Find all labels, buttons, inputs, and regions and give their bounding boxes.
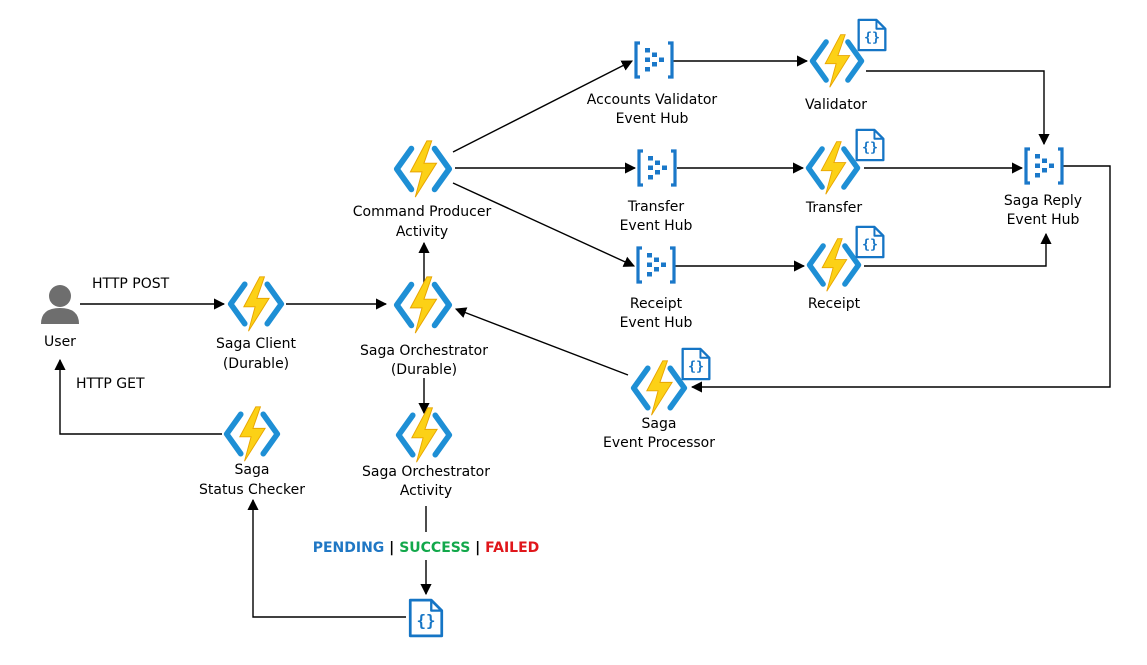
- transfer-hub-sublabel: Event Hub: [620, 218, 693, 234]
- azure-function-icon: [809, 142, 858, 195]
- command-producer-sublabel: Activity: [396, 224, 448, 240]
- edge-json-to-status-checker: [247, 498, 406, 618]
- status-separator: |: [470, 540, 485, 556]
- saga-client-node: Saga Client (Durable): [216, 277, 296, 372]
- user-node: User: [41, 285, 79, 350]
- status-checker-sublabel: Status Checker: [199, 482, 305, 498]
- validator-label: Validator: [805, 97, 867, 113]
- event-hub-icon: [1024, 147, 1064, 185]
- orchestrator-activity-sublabel: Activity: [400, 483, 452, 499]
- status-failed: FAILED: [485, 540, 539, 556]
- receipt-hub-sublabel: Event Hub: [620, 315, 693, 331]
- http-post-label: HTTP POST: [92, 276, 170, 292]
- edge-command-producer-to-accounts-hub: [452, 60, 633, 153]
- transfer-node: Transfer: [805, 128, 885, 216]
- reply-hub-label: Saga Reply: [1004, 193, 1082, 209]
- validator-node: Validator: [805, 18, 887, 113]
- receipt-hub-node: Receipt Event Hub: [620, 246, 693, 331]
- edge-validator-to-reply-hub: [866, 70, 1050, 146]
- status-separator: |: [384, 540, 399, 556]
- azure-function-icon: [397, 141, 449, 197]
- edge-reply-hub-to-event-processor: [690, 165, 1111, 393]
- reply-hub-sublabel: Event Hub: [1007, 212, 1080, 228]
- command-producer-label: Command Producer: [353, 204, 492, 220]
- event-hub-icon: [634, 41, 674, 79]
- orchestrator-activity-node: Saga Orchestrator Activity: [362, 408, 490, 499]
- event-hub-icon: [636, 246, 676, 284]
- orchestrator-label: Saga Orchestrator: [360, 343, 488, 359]
- azure-function-icon: [813, 35, 862, 88]
- command-producer-node: Command Producer Activity: [353, 141, 492, 240]
- orchestrator-activity-label: Saga Orchestrator: [362, 464, 490, 480]
- event-processor-node: Saga Event Processor: [603, 347, 715, 451]
- event-hub-icon: [637, 149, 677, 187]
- status-success: SUCCESS: [399, 540, 470, 556]
- json-document-icon: [681, 347, 711, 381]
- accounts-hub-sublabel: Event Hub: [616, 111, 689, 127]
- json-document-icon: [408, 598, 444, 638]
- json-document-icon: [857, 18, 887, 52]
- azure-function-icon: [227, 407, 278, 461]
- orchestrator-sublabel: (Durable): [391, 362, 457, 378]
- status-checker-label: Saga: [235, 462, 270, 478]
- azure-function-icon: [399, 408, 450, 462]
- transfer-hub-label: Transfer: [627, 199, 685, 215]
- receipt-label: Receipt: [808, 296, 861, 312]
- http-get-label: HTTP GET: [76, 376, 145, 392]
- json-document-icon: [855, 128, 885, 162]
- event-processor-label: Saga: [642, 416, 677, 432]
- json-document-icon: [855, 225, 885, 259]
- event-processor-sublabel: Event Processor: [603, 435, 715, 451]
- edge-event-processor-to-orchestrator: [454, 307, 629, 376]
- status-checker-node: Saga Status Checker: [199, 407, 305, 498]
- saga-client-sublabel: (Durable): [223, 356, 289, 372]
- edge-status-checker-to-user: [54, 358, 222, 435]
- status-legend: PENDING | SUCCESS | FAILED: [313, 540, 540, 556]
- orchestrator-node: Saga Orchestrator (Durable): [360, 277, 488, 378]
- reply-hub-node: Saga Reply Event Hub: [1004, 147, 1082, 228]
- accounts-hub-label: Accounts Validator: [587, 92, 718, 108]
- transfer-hub-node: Transfer Event Hub: [620, 149, 693, 234]
- azure-function-icon: [397, 277, 449, 333]
- azure-function-icon: [810, 239, 859, 292]
- edges: [54, 55, 1111, 618]
- saga-client-label: Saga Client: [216, 336, 296, 352]
- accounts-hub-node: Accounts Validator Event Hub: [587, 41, 718, 127]
- azure-function-icon: [231, 277, 282, 331]
- edge-receipt-to-reply-hub: [864, 232, 1052, 267]
- azure-function-icon: [634, 361, 685, 415]
- receipt-hub-label: Receipt: [630, 296, 683, 312]
- edge-command-producer-to-receipt-hub: [452, 182, 636, 267]
- receipt-node: Receipt: [808, 225, 885, 312]
- user-icon: [41, 285, 79, 324]
- status-pending: PENDING: [313, 540, 385, 556]
- user-label: User: [44, 334, 76, 350]
- transfer-label: Transfer: [805, 200, 863, 216]
